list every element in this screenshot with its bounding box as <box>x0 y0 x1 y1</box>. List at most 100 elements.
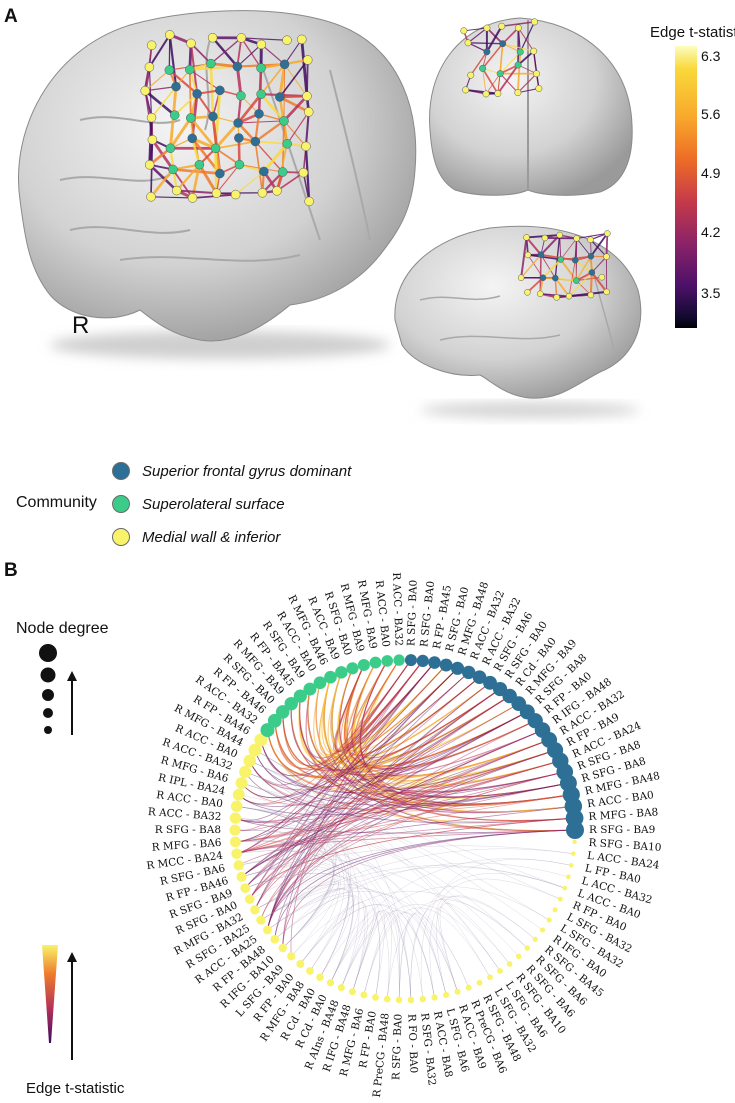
chord-edge <box>245 771 350 978</box>
network-node <box>206 58 216 69</box>
chord-edge <box>249 817 575 900</box>
chord-edge <box>274 862 569 940</box>
chord-node-label: R ACC - BA32 <box>390 572 405 646</box>
network-node <box>603 288 610 296</box>
network-node <box>207 33 218 43</box>
network-node <box>565 292 573 300</box>
chord-node <box>306 967 314 975</box>
chord-edge <box>249 760 565 889</box>
network-edge <box>168 69 198 95</box>
network-edge <box>188 69 192 119</box>
network-edge <box>210 37 242 65</box>
community-dot-icon <box>112 495 130 513</box>
chord-edge <box>245 771 501 972</box>
chord-node <box>566 821 584 839</box>
chord-node <box>254 733 268 747</box>
chord-edge <box>267 771 565 931</box>
community-legend-title: Community <box>16 494 97 511</box>
network-node <box>573 277 580 284</box>
chord-node <box>372 994 379 1001</box>
chord-edge <box>236 806 349 978</box>
chord-edge <box>236 850 366 992</box>
network-node <box>524 251 532 259</box>
network-edge <box>150 196 193 199</box>
chord-edge <box>236 711 528 855</box>
chord-node <box>243 754 256 768</box>
network-edge <box>576 280 592 296</box>
chord-edge <box>398 913 447 1000</box>
network-edge <box>148 67 153 118</box>
chord-edge <box>249 659 412 900</box>
chord-edge <box>282 688 501 772</box>
network-edge <box>276 171 304 192</box>
chord-edge <box>235 760 325 843</box>
chord-node <box>256 915 266 925</box>
chord-edge <box>341 910 447 996</box>
chord-edge <box>245 869 339 957</box>
chord-node <box>335 666 348 679</box>
chord-edge <box>238 857 510 965</box>
chord-node <box>419 995 426 1003</box>
chord-edge <box>235 749 556 843</box>
network-edge <box>497 64 519 95</box>
chord-node-label: R MFG - BA8 <box>588 806 659 823</box>
edge-legend-title: Edge t-statistic <box>26 1080 125 1097</box>
chord-node <box>407 996 415 1004</box>
chord-node <box>450 661 465 675</box>
network-node <box>572 257 579 264</box>
chord-edge <box>420 858 572 1000</box>
chord-node-label: R SFG - BA0 <box>405 580 419 647</box>
chord-edge <box>234 829 326 911</box>
network-edge <box>145 85 177 92</box>
network-node <box>297 34 307 45</box>
network-node <box>275 92 285 102</box>
chord-edge <box>236 806 322 866</box>
chord-node <box>506 961 513 967</box>
degree-legend-node <box>44 726 52 734</box>
community-item: Medial wall & inferior <box>112 526 280 548</box>
chord-edge <box>439 903 510 992</box>
chord-edge <box>260 879 337 940</box>
network-node <box>282 35 292 45</box>
network-node <box>587 253 595 260</box>
network-node <box>462 86 470 94</box>
network-node <box>256 89 266 99</box>
network-edge <box>279 95 310 114</box>
chord-node <box>487 974 493 981</box>
chord-node-label: R SFG - BA9 <box>589 824 655 836</box>
chord-node <box>337 984 345 992</box>
chord-edge <box>267 888 349 972</box>
network-node <box>552 274 559 282</box>
network-edge <box>502 43 534 52</box>
chord-edge <box>245 771 550 921</box>
chord-edge <box>236 806 345 972</box>
chord-node <box>431 994 438 1001</box>
network-node <box>140 86 150 96</box>
chord-node <box>472 670 487 685</box>
chord-edge <box>241 760 326 803</box>
network-node <box>256 39 267 50</box>
chord-node <box>357 659 370 672</box>
chord-edge <box>398 912 458 1000</box>
chord-node-label: R SFG - BA8 <box>155 824 221 836</box>
chord-node <box>235 777 248 790</box>
network-edge <box>520 254 542 279</box>
chord-node <box>404 654 417 667</box>
network-node <box>279 116 289 126</box>
chord-node <box>524 945 530 951</box>
chord-edge <box>235 729 543 823</box>
network-edge <box>574 260 577 281</box>
network-edge <box>214 148 218 194</box>
network-edge <box>560 238 577 260</box>
network-edge <box>485 73 501 95</box>
network-edge <box>144 89 176 117</box>
network-node <box>499 40 507 48</box>
chord-edge <box>238 660 424 805</box>
chord-edge <box>282 896 359 983</box>
chord-node <box>443 991 450 999</box>
chord-edge <box>234 829 326 911</box>
network-node <box>530 47 538 55</box>
network-node <box>168 164 178 175</box>
network-edge <box>467 27 488 44</box>
network-node <box>165 30 175 40</box>
